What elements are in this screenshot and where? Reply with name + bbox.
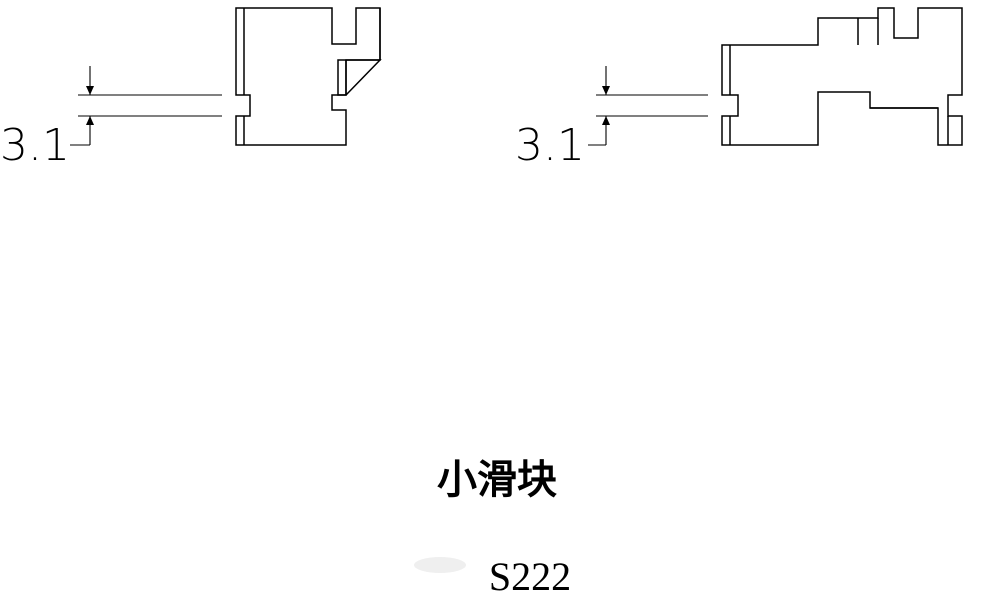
left-dimension-arrows: [70, 66, 94, 146]
left-dimension-label: 3.1: [0, 120, 70, 171]
part-title: 小滑块: [437, 456, 557, 503]
watermark-smudge: [414, 557, 466, 573]
part-code: S222: [489, 554, 571, 599]
right-view: 3.1: [515, 7, 963, 171]
right-dimension-arrows: [588, 66, 610, 146]
left-part-outline: [235, 7, 381, 146]
left-chamfer: [337, 59, 382, 96]
left-view: 3.1: [0, 7, 382, 171]
right-part-outline: [721, 7, 963, 146]
right-dimension-label: 3.1: [515, 120, 585, 171]
